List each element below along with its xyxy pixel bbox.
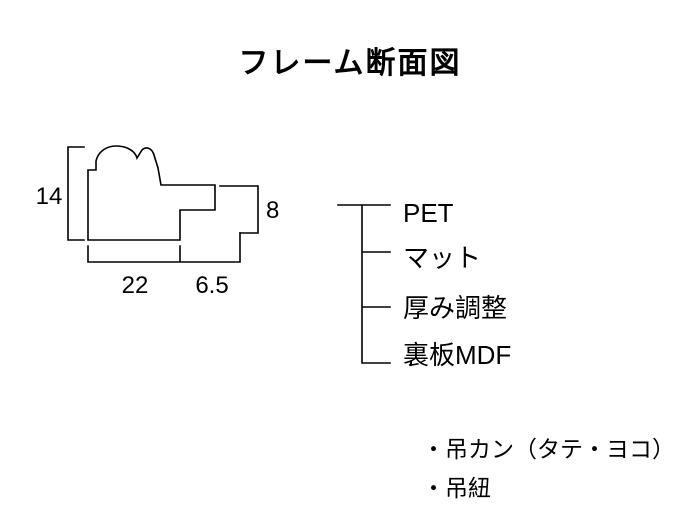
dim-depth-label: 8 [266, 197, 280, 224]
frame-profile-outline [87, 145, 216, 241]
note-hanging-cord: ・吊紐 [422, 475, 491, 501]
width-dimension-lines [87, 232, 241, 263]
dim-width-label: 22 [121, 272, 149, 299]
layer-label-mat: マット [403, 243, 482, 273]
note-hanging-hardware: ・吊カン（タテ・ヨコ） [422, 436, 675, 462]
dim-height-label: 14 [35, 183, 63, 210]
dim-lip-width-label: 6.5 [195, 272, 229, 299]
depth-dimension-bracket [219, 185, 259, 234]
page-title: フレーム断面図 [238, 47, 462, 80]
height-dimension-bracket [67, 146, 85, 241]
layer-label-backboard-mdf: 裏板MDF [403, 340, 512, 370]
layer-stack-indicator [337, 204, 391, 364]
layer-label-thickness-adjust: 厚み調整 [403, 293, 508, 323]
layer-label-pet: PET [403, 198, 454, 228]
